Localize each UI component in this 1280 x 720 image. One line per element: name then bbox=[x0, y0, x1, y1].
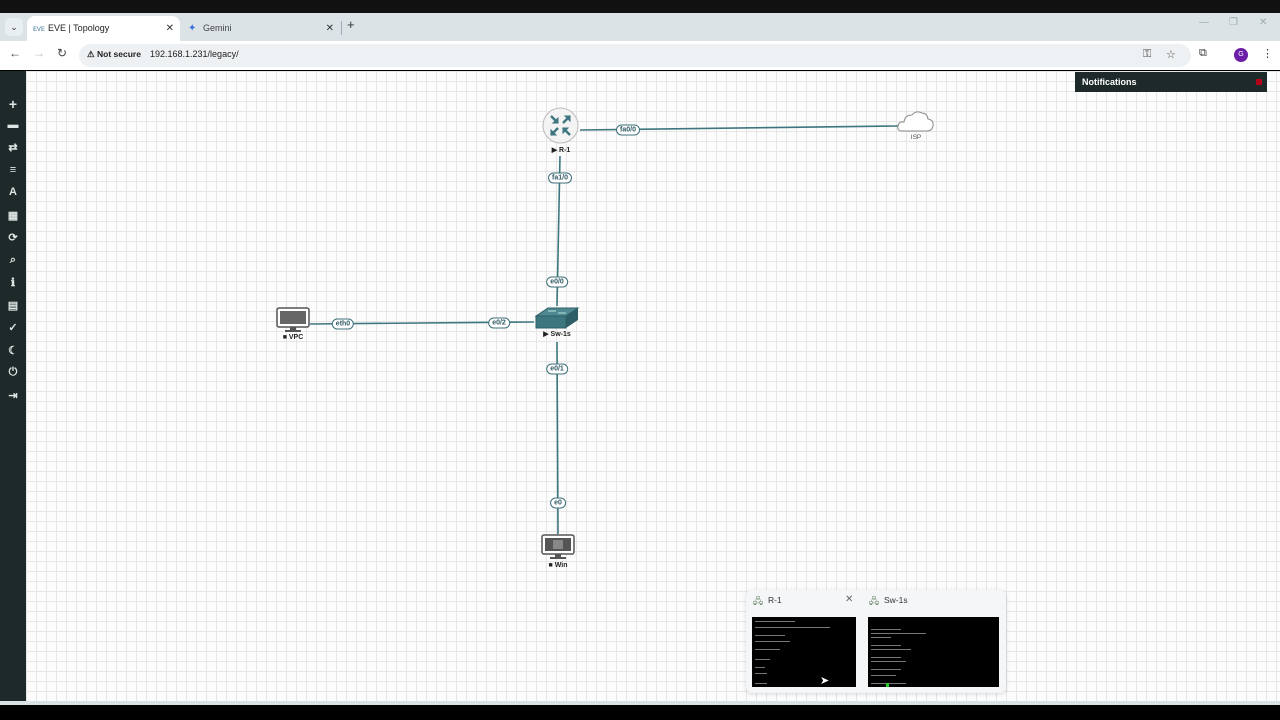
notifications-panel[interactable]: Notifications bbox=[1075, 72, 1267, 92]
power-icon[interactable]: ⏻ bbox=[8, 366, 18, 378]
computer-monitor-icon bbox=[276, 307, 310, 332]
browser-bottom-edge bbox=[0, 701, 1280, 705]
notifications-title: Notifications bbox=[1082, 77, 1137, 87]
tab-separator bbox=[341, 21, 342, 35]
browser-tabstrip: ⌄ ᴇᴠᴇ EVE | Topology ✕ ✦ Gemini ✕ + — ❐ … bbox=[0, 13, 1280, 41]
topology-canvas[interactable] bbox=[26, 71, 1280, 701]
iface-label-vpc-eth0: eth0 bbox=[331, 318, 355, 330]
close-icon[interactable]: ✕ bbox=[325, 23, 334, 34]
preview-window-sw1s[interactable] bbox=[868, 617, 999, 687]
preview-title-sw1s: Sw-1s bbox=[884, 595, 908, 605]
node-router-r1[interactable] bbox=[542, 107, 579, 149]
nodes-icon[interactable]: ▬ bbox=[7, 119, 19, 131]
node-label-vpc: ■ VPC bbox=[282, 334, 304, 341]
startup-configs-icon[interactable]: ≡ bbox=[9, 164, 17, 176]
info-icon[interactable]: ℹ bbox=[10, 277, 16, 289]
putty-icon: 🖧 bbox=[753, 596, 764, 606]
url-text[interactable]: 192.168.1.231/legacy/ bbox=[150, 49, 239, 59]
node-pc-win[interactable] bbox=[541, 534, 575, 565]
minimize-icon[interactable]: — bbox=[1199, 17, 1209, 28]
iface-label-sw-e0-2: e0/2 bbox=[488, 317, 510, 329]
screen-top-border bbox=[0, 0, 1280, 13]
node-pc-vpc[interactable] bbox=[276, 307, 310, 338]
zoom-icon[interactable]: ⌕ bbox=[9, 254, 17, 266]
node-label-isp: ISP bbox=[910, 134, 922, 141]
back-arrow-icon[interactable]: ← bbox=[9, 46, 21, 60]
node-label-win: ■ Win bbox=[548, 562, 568, 569]
screen-bottom-border bbox=[0, 705, 1280, 720]
iface-label-r1-fa0-0: fa0/0 bbox=[616, 124, 640, 136]
iface-label-sw-e0-1: e0/1 bbox=[546, 363, 568, 375]
node-label-sw1s: ▶ Sw-1s bbox=[543, 331, 571, 338]
security-label: Not secure bbox=[96, 49, 141, 59]
node-cloud-isp[interactable] bbox=[896, 109, 936, 138]
logout-icon[interactable]: ⇥ bbox=[8, 390, 18, 402]
putty-icon: 🖧 bbox=[869, 596, 880, 606]
menu-kebab-icon[interactable]: ⋮ bbox=[1262, 48, 1273, 60]
router-icon bbox=[542, 107, 579, 144]
mouse-cursor-icon: ➤ bbox=[820, 675, 830, 687]
taskbar-window-previews: 🖧 R-1 ✕ 🖧 Sw-1s ➤ bbox=[746, 590, 1006, 693]
close-icon[interactable]: ✕ bbox=[165, 23, 174, 34]
profile-avatar[interactable]: G bbox=[1234, 48, 1248, 62]
browser-toolbar: ← → ↻ ⚠ Not secure 192.168.1.231/legacy/… bbox=[0, 41, 1280, 70]
tab-search-chevron-icon[interactable]: ⌄ bbox=[5, 18, 23, 36]
security-indicator[interactable]: ⚠ Not secure bbox=[87, 49, 141, 59]
tab-gemini[interactable]: ✦ Gemini ✕ bbox=[182, 16, 340, 41]
bookmark-star-icon[interactable]: ☆ bbox=[1166, 49, 1176, 61]
restore-icon[interactable]: ❐ bbox=[1229, 17, 1238, 28]
notification-indicator bbox=[1256, 79, 1262, 85]
tab-title: Gemini bbox=[203, 23, 232, 33]
add-object-icon[interactable]: + bbox=[8, 96, 18, 112]
preview-window-r1[interactable] bbox=[752, 617, 856, 687]
preview-title-r1: R-1 bbox=[768, 595, 782, 605]
eve-sidebar: + ▬ ⇄ ≡ A ▦ ⟳ ⌕ ℹ ▤ ✓ ☾ ⏻ ⇥ bbox=[0, 71, 26, 701]
tab-eve-topology[interactable]: ᴇᴠᴇ EVE | Topology ✕ bbox=[27, 16, 180, 41]
extensions-puzzle-icon[interactable]: ⧉ bbox=[1199, 47, 1207, 59]
iface-label-win-e0: e0 bbox=[550, 497, 566, 509]
node-switch-sw1s[interactable] bbox=[534, 306, 580, 335]
iface-label-r1-fa1-0: fa1/0 bbox=[548, 172, 572, 184]
reload-icon[interactable]: ↻ bbox=[57, 46, 68, 60]
text-icon[interactable]: A bbox=[9, 186, 17, 198]
iface-label-sw-e0-0: e0/0 bbox=[546, 276, 568, 288]
close-icon[interactable]: ✕ bbox=[845, 594, 854, 605]
networks-icon[interactable]: ⇄ bbox=[8, 142, 18, 154]
node-label-r1: ▶ R-1 bbox=[551, 147, 571, 154]
window-close-icon[interactable]: ✕ bbox=[1259, 17, 1268, 28]
grid-icon[interactable]: ▦ bbox=[7, 210, 19, 222]
eve-logo-icon: ᴇᴠᴇ bbox=[33, 24, 45, 33]
tab-title: EVE | Topology bbox=[48, 23, 110, 33]
status-check-icon[interactable]: ✓ bbox=[8, 322, 18, 334]
address-bar[interactable]: ⚠ Not secure 192.168.1.231/legacy/ ⚿ ☆ bbox=[79, 44, 1191, 67]
dark-mode-moon-icon[interactable]: ☾ bbox=[8, 345, 18, 357]
refresh-icon[interactable]: ⟳ bbox=[8, 232, 18, 244]
new-tab-button[interactable]: + bbox=[347, 17, 355, 32]
computer-monitor-icon bbox=[541, 534, 575, 559]
password-key-icon[interactable]: ⚿ bbox=[1143, 48, 1152, 60]
switch-icon bbox=[534, 307, 580, 329]
forward-arrow-icon[interactable]: → bbox=[33, 46, 45, 60]
gemini-sparkle-icon: ✦ bbox=[188, 23, 197, 34]
cloud-icon bbox=[897, 111, 934, 132]
notes-icon[interactable]: ▤ bbox=[7, 300, 19, 312]
